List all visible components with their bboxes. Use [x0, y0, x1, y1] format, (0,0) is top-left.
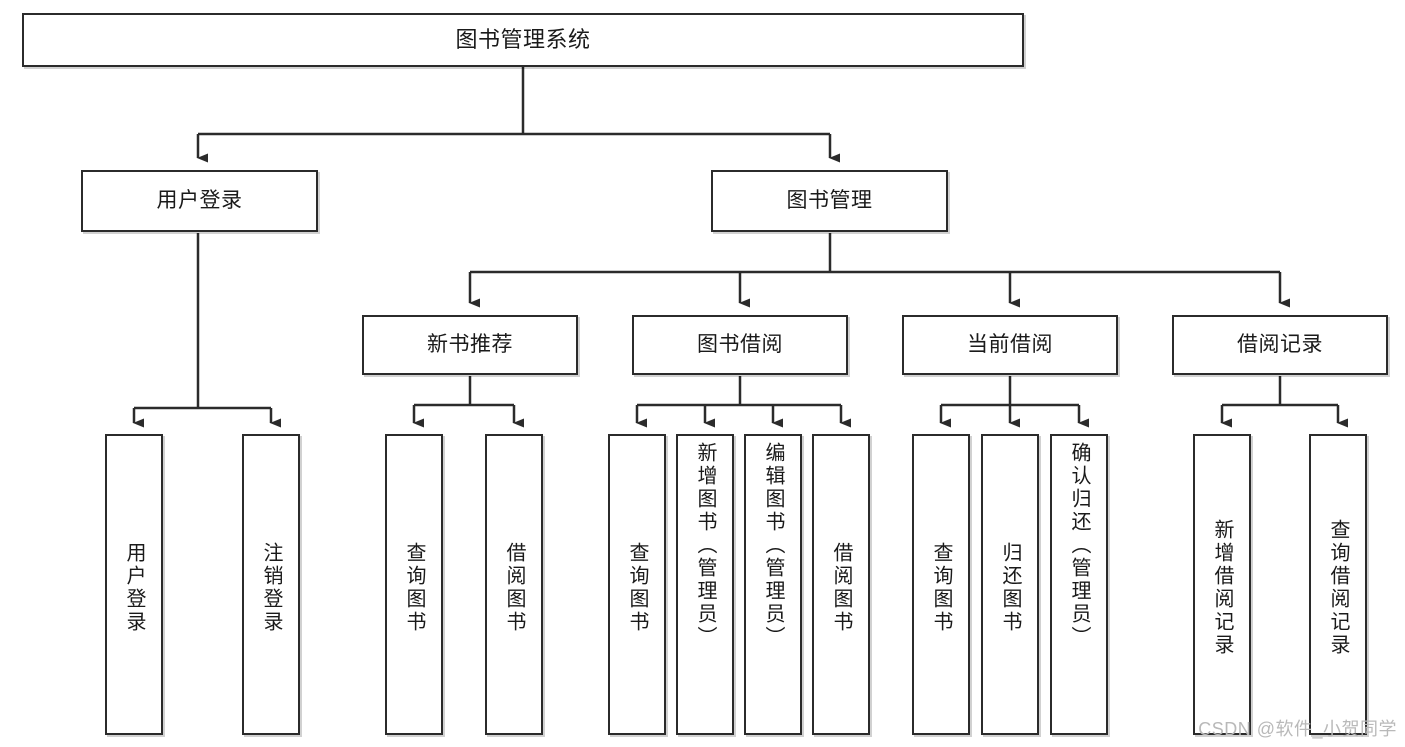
node-current-borrow[interactable]: 当前借阅: [902, 315, 1118, 375]
leaf-query-book-2-label: 查询图书: [626, 541, 648, 634]
node-root-system-label: 图书管理系统: [455, 27, 591, 53]
leaf-borrow-book-1-label: 借阅图书: [503, 541, 525, 634]
leaf-return-book-label: 归还图书: [999, 541, 1021, 634]
node-book-borrow[interactable]: 图书借阅: [632, 315, 848, 375]
leaf-user-login-label: 用户登录: [123, 541, 145, 634]
node-root-system[interactable]: 图书管理系统: [22, 13, 1024, 67]
leaf-query-book-3[interactable]: 查询图书: [912, 434, 970, 735]
leaf-logout-login[interactable]: 注销登录: [242, 434, 300, 735]
node-book-management[interactable]: 图书管理: [711, 170, 948, 232]
leaf-query-book-1-label: 查询图书: [403, 541, 425, 634]
watermark-text: CSDN @软件_小贺同学: [1198, 719, 1397, 739]
leaf-borrow-book-2-label: 借阅图书: [830, 541, 852, 634]
leaf-borrow-book-1[interactable]: 借阅图书: [485, 434, 543, 735]
leaf-add-book-label: 新增图书（管理员）: [694, 442, 716, 649]
leaf-edit-book-label: 编辑图书（管理员）: [762, 442, 784, 649]
leaf-confirm-return-label: 确认归还（管理员）: [1068, 442, 1090, 649]
node-borrow-record[interactable]: 借阅记录: [1172, 315, 1388, 375]
node-book-borrow-label: 图书借阅: [697, 332, 783, 356]
leaf-add-record-label: 新增借阅记录: [1211, 518, 1233, 657]
leaf-borrow-book-2[interactable]: 借阅图书: [812, 434, 870, 735]
leaf-return-book[interactable]: 归还图书: [981, 434, 1039, 735]
leaf-add-book[interactable]: 新增图书（管理员）: [676, 434, 734, 735]
node-new-book-recommend[interactable]: 新书推荐: [362, 315, 578, 375]
node-current-borrow-label: 当前借阅: [967, 332, 1053, 356]
node-book-management-label: 图书管理: [786, 188, 873, 212]
leaf-query-record[interactable]: 查询借阅记录: [1309, 434, 1367, 735]
leaf-add-record[interactable]: 新增借阅记录: [1193, 434, 1251, 735]
node-borrow-record-label: 借阅记录: [1237, 332, 1323, 356]
leaf-user-login[interactable]: 用户登录: [105, 434, 163, 735]
node-new-book-recommend-label: 新书推荐: [427, 332, 513, 356]
leaf-confirm-return[interactable]: 确认归还（管理员）: [1050, 434, 1108, 735]
leaf-query-book-1[interactable]: 查询图书: [385, 434, 443, 735]
leaf-query-book-2[interactable]: 查询图书: [608, 434, 666, 735]
leaf-query-record-label: 查询借阅记录: [1327, 518, 1349, 657]
node-user-login[interactable]: 用户登录: [81, 170, 318, 232]
leaf-edit-book[interactable]: 编辑图书（管理员）: [744, 434, 802, 735]
node-user-login-label: 用户登录: [156, 188, 243, 212]
leaf-query-book-3-label: 查询图书: [930, 541, 952, 634]
leaf-logout-login-label: 注销登录: [260, 541, 282, 634]
